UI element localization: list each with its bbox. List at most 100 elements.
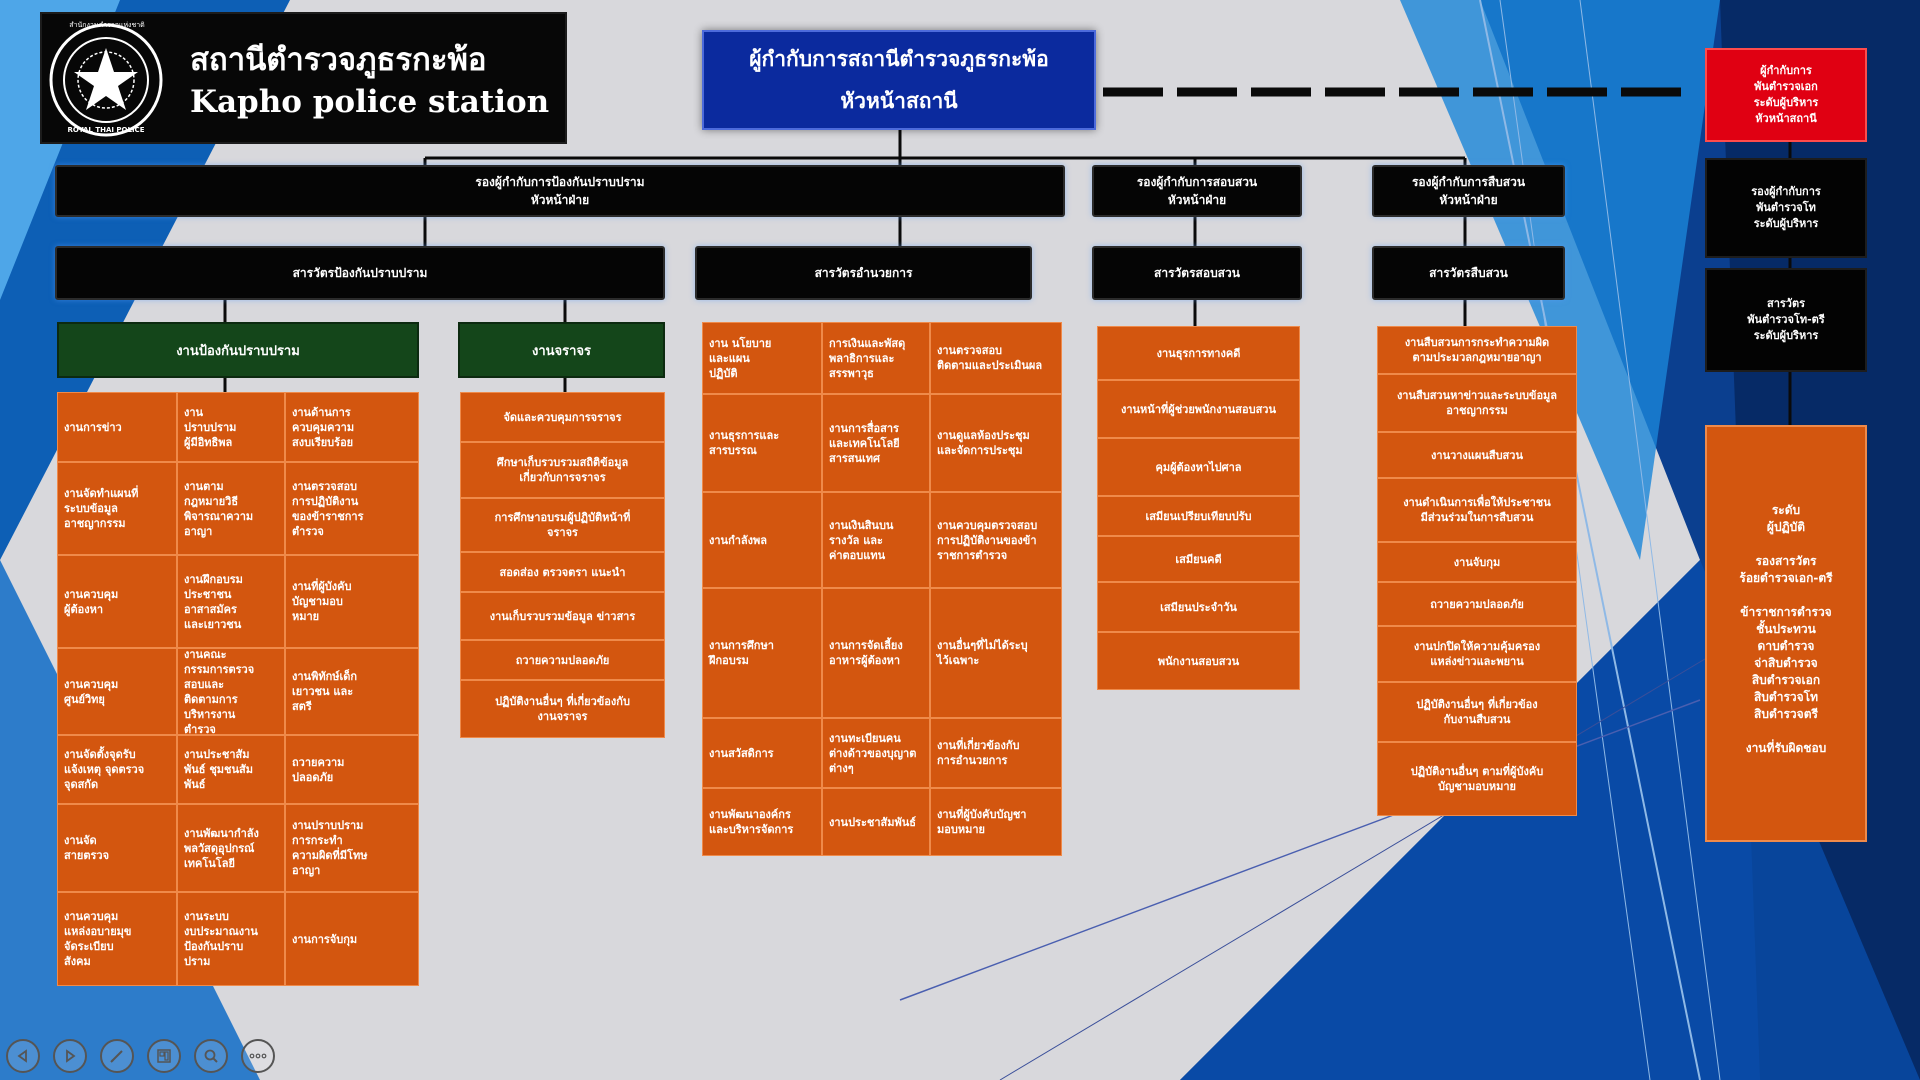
slides-icon — [157, 1049, 171, 1063]
admin-duty-cell: งานตรวจสอบ ติดตามและประเมินผล — [930, 322, 1062, 394]
prevention-duty-cell: ถวายความ ปลอดภัย — [285, 735, 419, 804]
prevention-duty-cell: งานพัฒนากำลัง พลวัสดุอุปกรณ์ เทคโนโลยี — [177, 804, 285, 892]
prevention-duty-cell: งาน ปราบปราม ผู้มีอิทธิพล — [177, 392, 285, 462]
traffic-duty-item: สอดส่อง ตรวจตรา แนะนำ — [460, 552, 665, 592]
admin-duty-cell: งานควบคุมตรวจสอบ การปฏิบัติงานของข้า ราช… — [930, 492, 1062, 588]
detective-duty-item: งานวางแผนสืบสวน — [1377, 432, 1577, 478]
admin-duty-cell: งานกำลังพล — [702, 492, 822, 588]
commander-title: ผู้กำกับการสถานีตำรวจภูธรกะพ้อ — [749, 46, 1049, 71]
emblem-top-text: สำนักงานตำรวจแห่งชาติ — [69, 21, 145, 29]
investigation-duty-item: คุมผู้ต้องหาไปศาล — [1097, 438, 1300, 496]
previous-slide-button[interactable] — [6, 1039, 40, 1073]
traffic-duties-list: จัดและควบคุมการจราจรศึกษาเก็บรวบรวมสถิติ… — [460, 392, 665, 792]
prevention-duty-cell: งานปราบปราม การกระทำ ความผิดที่มีโทษ อาญ… — [285, 804, 419, 892]
inspector-prevention-box: สารวัตรป้องกันปราบปราม — [55, 246, 665, 300]
prevention-duty-cell: งานตาม กฎหมายวิธี พิจารณาความ อาญา — [177, 462, 285, 555]
admin-duty-cell: งานการสื่อสาร และเทคโนโลยี สารสนเทศ — [822, 394, 930, 492]
admin-duty-cell: งานที่ผู้บังคับบัญชา มอบหมาย — [930, 788, 1062, 856]
zoom-icon — [204, 1049, 218, 1063]
station-commander-box: ผู้กำกับการสถานีตำรวจภูธรกะพ้อ หัวหน้าสถ… — [702, 30, 1096, 130]
inspector-investigation-box: สารวัตรสอบสวน — [1092, 246, 1302, 300]
traffic-duty-item: ศึกษาเก็บรวบรวมสถิติข้อมูล เกี่ยวกับการจ… — [460, 442, 665, 498]
prevention-duty-cell: งานการข่าว — [57, 392, 177, 462]
prevention-duty-cell: งานการจับกุม — [285, 892, 419, 986]
admin-duty-cell: งานเงินสินบน รางวัล และ ค่าตอบแทน — [822, 492, 930, 588]
admin-duties-grid: งาน นโยบาย และแผน ปฏิบัติการเงินและพัสดุ… — [702, 322, 1062, 856]
investigation-duty-item: งานธุรการทางคดี — [1097, 326, 1300, 380]
deputy-prevention-box: รองผู้กำกับการป้องกันปราบปรามหัวหน้าฝ่าย — [55, 165, 1065, 217]
pen-icon — [110, 1050, 123, 1063]
prevention-duty-cell: งานด้านการ ควบคุมความ สงบเรียบร้อย — [285, 392, 419, 462]
rank-deputy-box: รองผู้กำกับการ พันตำรวจโท ระดับผู้บริหาร — [1705, 158, 1867, 258]
prevention-duty-cell: งานระบบ งบประมาณงาน ป้องกันปราบ ปราม — [177, 892, 285, 986]
admin-duty-cell: งานสวัสดิการ — [702, 718, 822, 788]
detective-duty-item: งานสืบสวนการกระทำความผิด ตามประมวลกฎหมาย… — [1377, 326, 1577, 374]
prevention-duty-cell: งานที่ผู้บังคับ บัญชามอบ หมาย — [285, 555, 419, 648]
more-options-button[interactable] — [241, 1039, 275, 1073]
admin-duty-cell: งานประชาสัมพันธ์ — [822, 788, 930, 856]
traffic-work-header: งานจราจร — [458, 322, 665, 378]
traffic-duty-item: งานเก็บรวบรวมข้อมูล ข่าวสาร — [460, 592, 665, 640]
investigation-duty-item: เสมียนประจำวัน — [1097, 582, 1300, 632]
deputy-detective-box: รองผู้กำกับการสืบสวนหัวหน้าฝ่าย — [1372, 165, 1565, 217]
detective-duty-item: งานดำเนินการเพื่อให้ประชาชน มีส่วนร่วมใน… — [1377, 478, 1577, 542]
zoom-button[interactable] — [194, 1039, 228, 1073]
inspector-admin-box: สารวัตรอำนวยการ — [695, 246, 1032, 300]
all-slides-button[interactable] — [147, 1039, 181, 1073]
prevention-duty-cell: งานประชาสัม พันธ์ ชุมชนสัม พันธ์ — [177, 735, 285, 804]
prevention-duties-grid: งานการข่าวงาน ปราบปราม ผู้มีอิทธิพลงานด้… — [57, 392, 419, 1024]
previous-icon — [17, 1049, 27, 1063]
admin-duty-cell: งานดูแลห้องประชุม และจัดการประชุม — [930, 394, 1062, 492]
admin-duty-cell: งานอื่นๆที่ไม่ได้ระบุ ไว้เฉพาะ — [930, 588, 1062, 718]
traffic-duty-item: จัดและควบคุมการจราจร — [460, 392, 665, 442]
police-emblem-icon — [49, 23, 163, 137]
admin-duty-cell: งานการจัดเลี้ยง อาหารผู้ต้องหา — [822, 588, 930, 718]
emblem-bottom-text: ROYAL THAI POLICE — [67, 126, 145, 134]
admin-duty-cell: งานธุรการและ สารบรรณ — [702, 394, 822, 492]
inspector-detective-box: สารวัตรสืบสวน — [1372, 246, 1565, 300]
traffic-duty-item: ปฏิบัติงานอื่นๆ ที่เกี่ยวข้องกับ งานจราจ… — [460, 680, 665, 738]
prevention-duty-cell: งานคณะ กรรมการตรวจ สอบและ ติดตามการ บริห… — [177, 648, 285, 735]
traffic-duty-item: ถวายความปลอดภัย — [460, 640, 665, 680]
prevention-work-header: งานป้องกันปราบปราม — [57, 322, 419, 378]
station-title-english: Kapho police station — [190, 84, 550, 120]
more-icon — [249, 1053, 267, 1059]
next-slide-button[interactable] — [53, 1039, 87, 1073]
detective-duties-list: งานสืบสวนการกระทำความผิด ตามประมวลกฎหมาย… — [1377, 326, 1577, 851]
admin-duty-cell: งาน นโยบาย และแผน ปฏิบัติ — [702, 322, 822, 394]
prevention-duty-cell: งานตรวจสอบ การปฏิบัติงาน ของข้าราชการ ตำ… — [285, 462, 419, 555]
station-title-thai: สถานีตำรวจภูธรกะพ้อ — [190, 42, 487, 78]
prevention-duty-cell: งานจัด สายตรวจ — [57, 804, 177, 892]
prevention-duty-cell: งานพิทักษ์เด็ก เยาวชน และ สตรี — [285, 648, 419, 735]
detective-duty-item: งานสืบสวนหาข่าวและระบบข้อมูล อาชญากรรม — [1377, 374, 1577, 432]
detective-duty-item: ปฏิบัติงานอื่นๆ ตามที่ผู้บังคับ บัญชามอบ… — [1377, 742, 1577, 816]
prevention-duty-cell: งานจัดตั้งจุดรับ แจ้งเหตุ จุดตรวจ จุดสกั… — [57, 735, 177, 804]
admin-duty-cell: งานการศึกษา ฝึกอบรม — [702, 588, 822, 718]
traffic-duty-item: การศึกษาอบรมผู้ปฏิบัติหน้าที่ จราจร — [460, 498, 665, 552]
rank-inspector-box: สารวัตร พันตำรวจโท-ตรี ระดับผู้บริหาร — [1705, 268, 1867, 372]
deputy-investigation-box: รองผู้กำกับการสอบสวนหัวหน้าฝ่าย — [1092, 165, 1302, 217]
prevention-duty-cell: งานควบคุม ศูนย์วิทยุ — [57, 648, 177, 735]
investigation-duty-item: เสมียนเปรียบเทียบปรับ — [1097, 496, 1300, 536]
commander-role: หัวหน้าสถานี — [840, 88, 958, 113]
next-icon — [66, 1049, 76, 1063]
detective-duty-item: งานปกปิดให้ความคุ้มครอง แหล่งข่าวและพยาน — [1377, 626, 1577, 682]
prevention-duty-cell: งานควบคุม ผู้ต้องหา — [57, 555, 177, 648]
admin-duty-cell: งานทะเบียนคน ต่างด้าวของบุญาต ต่างๆ — [822, 718, 930, 788]
admin-duty-cell: งานที่เกี่ยวข้องกับ การอำนวยการ — [930, 718, 1062, 788]
pen-tool-button[interactable] — [100, 1039, 134, 1073]
investigation-duty-item: พนักงานสอบสวน — [1097, 632, 1300, 690]
rank-operator-box: ระดับ ผู้ปฏิบัติ รองสารวัตร ร้อยตำรวจเอก… — [1705, 425, 1867, 842]
admin-duty-cell: งานพัฒนาองค์กร และบริหารจัดการ — [702, 788, 822, 856]
prevention-duty-cell: งานควบคุม แหล่งอบายมุข จัดระเบียบ สังคม — [57, 892, 177, 986]
admin-duty-cell: การเงินและพัสดุ พลาธิการและ สรรพาวุธ — [822, 322, 930, 394]
investigation-duties-list: งานธุรการทางคดีงานหน้าที่ผู้ช่วยพนักงานส… — [1097, 326, 1300, 726]
detective-duty-item: ถวายความปลอดภัย — [1377, 582, 1577, 626]
investigation-duty-item: เสมียนคดี — [1097, 536, 1300, 582]
prevention-duty-cell: งานฝึกอบรม ประชาชน อาสาสมัคร และเยาวชน — [177, 555, 285, 648]
prevention-duty-cell: งานจัดทำแผนที่ ระบบข้อมูล อาชญากรรม — [57, 462, 177, 555]
detective-duty-item: งานจับกุม — [1377, 542, 1577, 582]
header-panel: สำนักงานตำรวจแห่งชาติ ROYAL THAI POLICE … — [40, 12, 567, 144]
detective-duty-item: ปฏิบัติงานอื่นๆ ที่เกี่ยวข้อง กับงานสืบส… — [1377, 682, 1577, 742]
rank-commander-box: ผู้กำกับการ พันตำรวจเอก ระดับผู้บริหาร ห… — [1705, 48, 1867, 142]
